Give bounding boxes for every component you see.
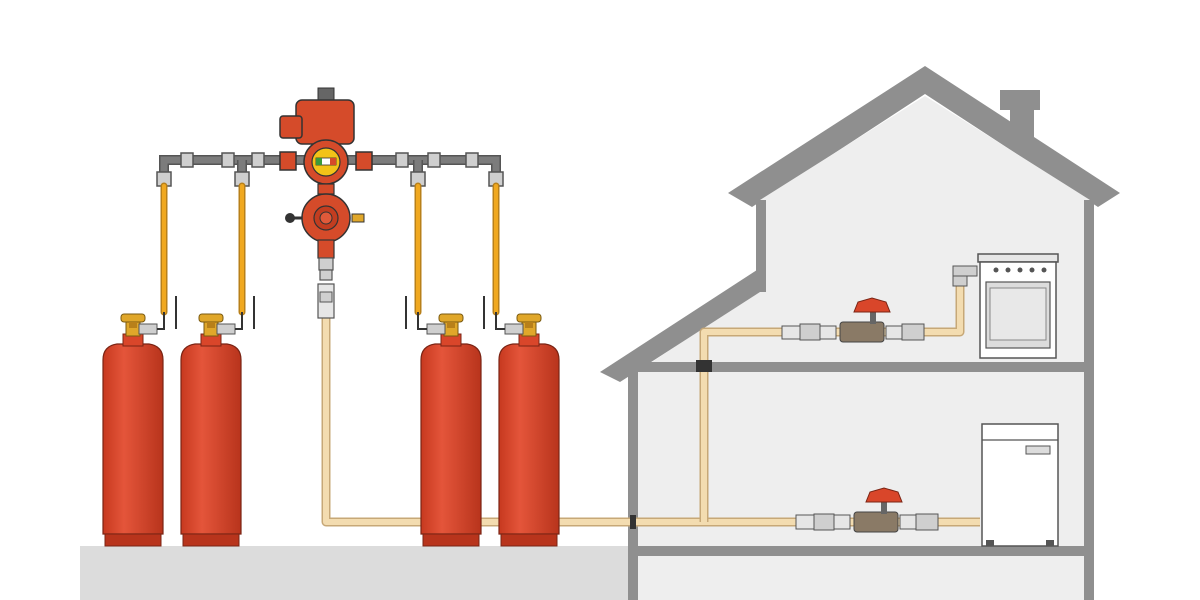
upper-floor [628, 362, 1094, 372]
upper-valve-assembly [781, 265, 978, 343]
pigtail [495, 312, 505, 330]
cylinder-foot [500, 533, 558, 547]
cylinder-handwheel [198, 313, 224, 323]
right-outer-wall [1084, 200, 1094, 600]
left-outer-wall [628, 372, 638, 600]
upper-left-wall [756, 200, 766, 292]
house [600, 66, 1120, 600]
gas-cylinder [483, 296, 560, 547]
cylinder-body [420, 343, 482, 535]
ground-floor [628, 546, 1094, 556]
gas-cylinder [180, 296, 255, 547]
manifold-fittings [156, 152, 504, 187]
wall-sleeve-lower [630, 515, 636, 529]
cylinder-foot [104, 533, 162, 547]
chimney [1000, 90, 1040, 110]
lower-valve-handle [865, 487, 903, 503]
cylinder-foot [422, 533, 480, 547]
house-interior [628, 96, 1090, 600]
gas-cylinders [102, 296, 560, 547]
lower-valve-assembly [795, 487, 939, 533]
cylinder-outlet [138, 323, 158, 335]
regulator [279, 87, 373, 319]
pigtail [417, 312, 427, 330]
cylinder-outlet [216, 323, 236, 335]
cylinder-outlet [504, 323, 524, 335]
cylinder-handwheel [516, 313, 542, 323]
flexible-hoses [160, 182, 500, 316]
boiler [981, 423, 1059, 547]
cylinder-handwheel [120, 313, 146, 323]
gas-cylinder [405, 296, 482, 547]
upper-valve-handle [853, 297, 891, 313]
cylinder-foot [182, 533, 240, 547]
pigtail [235, 312, 243, 330]
wall-sleeve-upper [696, 360, 712, 372]
lower-valve-body [853, 511, 899, 533]
house-roof [728, 66, 1120, 207]
cylinder-body [498, 343, 560, 535]
gas-stove [977, 253, 1059, 359]
upper-valve-body [839, 321, 885, 343]
cylinder-handwheel [438, 313, 464, 323]
ground-slab [80, 546, 640, 600]
gas-cylinder [102, 296, 177, 547]
pigtail [157, 312, 165, 330]
cylinder-body [102, 343, 164, 535]
lower-roof [600, 268, 760, 382]
chimney-body [1010, 108, 1034, 138]
cylinder-outlet [426, 323, 446, 335]
cylinder-body [180, 343, 242, 535]
